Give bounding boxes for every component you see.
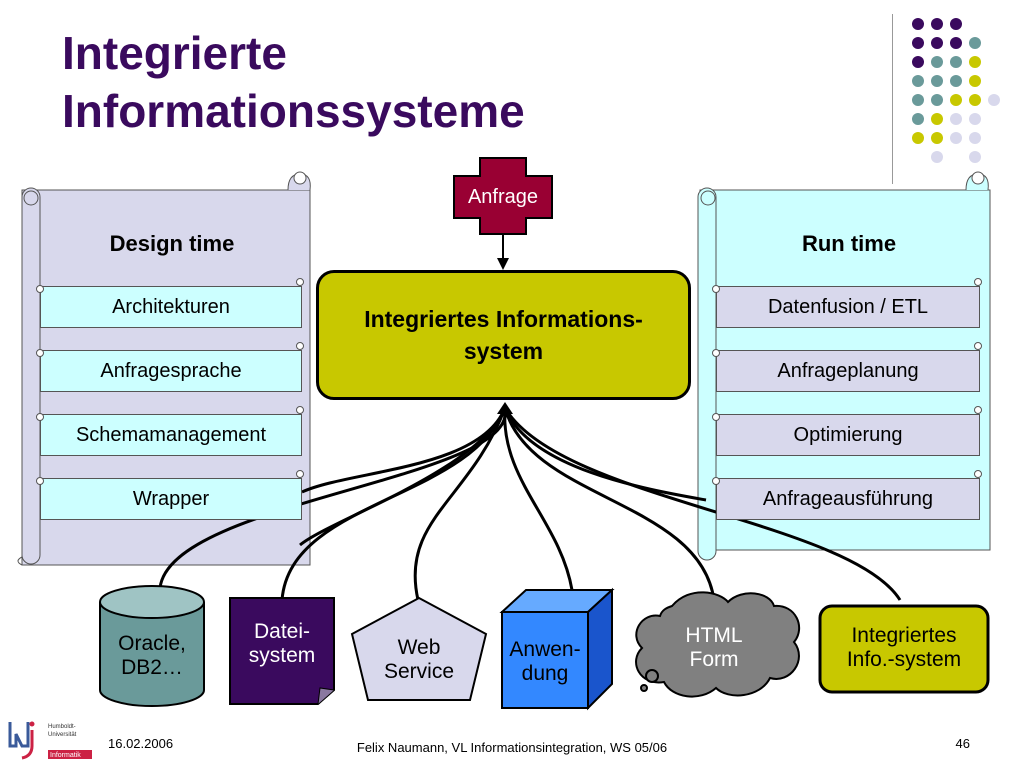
- web-service-label: Web Service: [383, 636, 455, 683]
- run-time-item: Anfrageplanung: [712, 342, 982, 392]
- integrated-information-system-box: Integriertes Informations- system: [316, 270, 691, 400]
- title-line-2: Informationssysteme: [62, 85, 525, 137]
- scroll-curl-icon: [296, 342, 304, 350]
- footer-date: 16.02.2006: [108, 736, 174, 751]
- design-time-item-label: Wrapper: [132, 487, 210, 510]
- file-shape: [229, 597, 335, 705]
- scroll-curl-icon: [36, 285, 44, 293]
- file-system-label: Datei- system: [248, 620, 316, 667]
- scroll-curl-icon: [296, 278, 304, 286]
- integrated-info-system-label: Integriertes Info.-system: [846, 624, 962, 671]
- application-label: Anwen- dung: [509, 638, 581, 685]
- database-label: Oracle, DB2…: [118, 632, 186, 679]
- run-time-item: Anfrageausführung: [712, 470, 982, 520]
- html-form-label: HTML Form: [685, 624, 743, 671]
- slide-number: 46: [955, 736, 970, 751]
- svg-text:Universität: Universität: [48, 732, 77, 738]
- html-form-cloud-shape: [635, 591, 801, 698]
- scroll-curl-icon: [36, 413, 44, 421]
- design-time-title: Design time: [109, 231, 235, 256]
- run-time-item-label: Optimierung: [793, 423, 903, 446]
- scroll-curl-icon: [974, 470, 982, 478]
- decorative-divider: [892, 14, 893, 184]
- scroll-curl-icon: [36, 477, 44, 485]
- run-time-item-label: Anfrageausführung: [762, 487, 934, 510]
- university-logo: Humboldt- Universität Informatik: [6, 716, 96, 762]
- run-time-item-label: Datenfusion / ETL: [767, 295, 929, 318]
- design-time-item: Wrapper: [36, 470, 304, 520]
- design-time-item: Architekturen: [36, 278, 304, 328]
- run-time-item-label: Anfrageplanung: [777, 359, 919, 382]
- decorative-dot-grid: [912, 18, 1000, 163]
- scroll-curl-icon: [296, 406, 304, 414]
- design-time-item-label: Anfragesprache: [100, 359, 242, 382]
- design-time-item-label: Architekturen: [112, 295, 230, 318]
- slide-title: Integrierte Informationssysteme: [62, 24, 822, 140]
- design-time-item: Anfragesprache: [36, 342, 304, 392]
- scroll-curl-icon: [36, 349, 44, 357]
- run-time-item: Optimierung: [712, 406, 982, 456]
- application-cube-shape: [499, 587, 615, 711]
- run-time-item: Datenfusion / ETL: [712, 278, 982, 328]
- database-cylinder-shape: [99, 585, 205, 707]
- scroll-curl-icon: [712, 413, 720, 421]
- query-shape: [453, 157, 553, 235]
- scroll-curl-icon: [974, 406, 982, 414]
- web-service-shape: [350, 596, 488, 701]
- design-time-item-label: Schemamanagement: [75, 423, 267, 446]
- svg-text:Humboldt-: Humboldt-: [48, 724, 76, 730]
- query-label: Anfrage: [467, 186, 539, 208]
- scroll-curl-icon: [712, 349, 720, 357]
- run-time-title: Run time: [801, 231, 897, 256]
- scroll-curl-icon: [296, 470, 304, 478]
- scroll-curl-icon: [712, 285, 720, 293]
- title-line-1: Integrierte: [62, 27, 287, 79]
- scroll-curl-icon: [712, 477, 720, 485]
- svg-text:Informatik: Informatik: [50, 752, 81, 759]
- integrated-system-shape: [818, 604, 990, 694]
- scroll-curl-icon: [974, 278, 982, 286]
- footer-author: Felix Naumann, VL Informationsintegratio…: [356, 740, 668, 755]
- university-logo-icon: Humboldt- Universität Informatik: [8, 721, 92, 760]
- design-time-item: Schemamanagement: [36, 406, 304, 456]
- scroll-curl-icon: [974, 342, 982, 350]
- source-connections: [158, 407, 902, 601]
